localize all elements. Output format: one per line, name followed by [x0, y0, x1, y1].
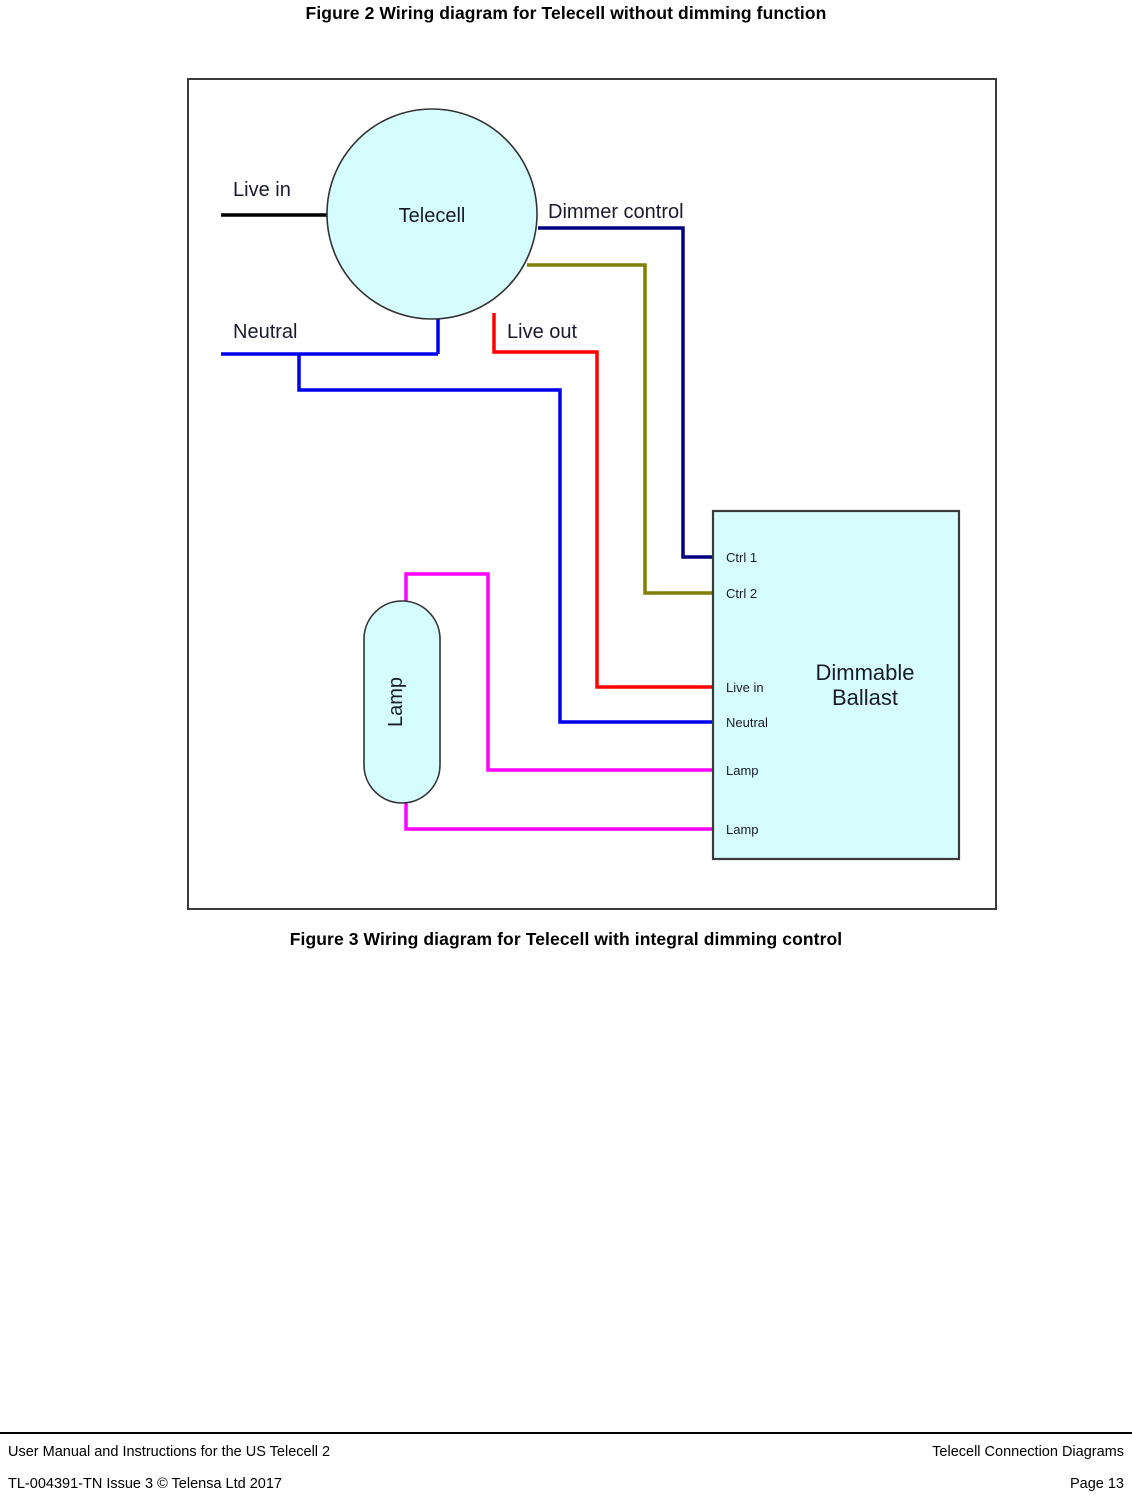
- wire-live-out: [492, 313, 713, 689]
- ballast-label-line1: Dimmable: [815, 660, 914, 685]
- lamp-label: Lamp: [385, 677, 407, 727]
- wiring-diagram-svg: Telecell Lamp Dimmable Ballast Ctrl 1 Ct…: [221, 108, 961, 861]
- telecell-component: [326, 108, 538, 320]
- ballast-label-line2: Ballast: [832, 685, 898, 710]
- wire-neutral-to-ballast: [297, 354, 713, 724]
- wire-lamp-2: [404, 803, 713, 831]
- dimmable-ballast-component: [711, 509, 961, 861]
- ballast-terminal-live-in: Live in: [726, 680, 764, 695]
- footer-document-title: User Manual and Instructions for the US …: [8, 1444, 331, 1460]
- label-live-out: Live out: [507, 321, 577, 343]
- footer-page-number: Page 13: [1069, 1476, 1124, 1492]
- wire-lamp-1: [404, 572, 713, 772]
- wire-dimmer-control-ctrl1: [538, 226, 713, 559]
- telecell-label: Telecell: [399, 205, 466, 227]
- footer-line-2: TL-004391-TN Issue 3 © Telensa Ltd 2017 …: [0, 1476, 1132, 1498]
- ballast-terminal-neutral: Neutral: [726, 715, 768, 730]
- label-neutral: Neutral: [233, 321, 297, 343]
- ballast-terminal-ctrl-1: Ctrl 1: [726, 550, 757, 565]
- figure-3-caption: Figure 3 Wiring diagram for Telecell wit…: [289, 929, 843, 949]
- lamp-component: [363, 600, 441, 804]
- footer-divider: [0, 1432, 1132, 1434]
- figure-2-caption: Figure 2 Wiring diagram for Telecell wit…: [305, 3, 827, 23]
- label-dimmer-control: Dimmer control: [548, 201, 684, 223]
- ballast-terminal-ctrl-2: Ctrl 2: [726, 586, 757, 601]
- wire-ctrl2: [527, 263, 713, 595]
- label-live-in: Live in: [233, 179, 291, 201]
- footer-document-reference: TL-004391-TN Issue 3 © Telensa Ltd 2017: [8, 1476, 282, 1492]
- footer-section-title: Telecell Connection Diagrams: [932, 1444, 1124, 1460]
- ballast-terminal-lamp-1: Lamp: [726, 763, 759, 778]
- ballast-terminal-lamp-2: Lamp: [726, 822, 759, 837]
- footer-line-1: User Manual and Instructions for the US …: [0, 1444, 1132, 1466]
- wiring-diagram-frame: Telecell Lamp Dimmable Ballast Ctrl 1 Ct…: [187, 78, 997, 910]
